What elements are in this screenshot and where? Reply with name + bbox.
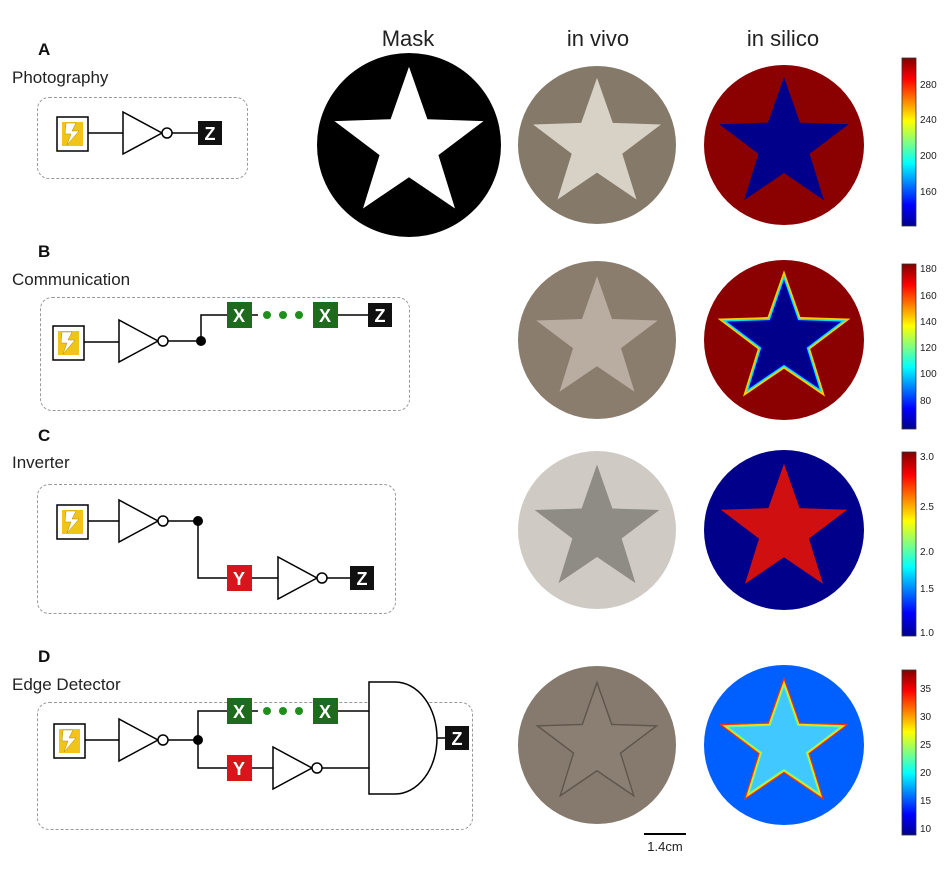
- in-vivo-image-d: [518, 666, 676, 824]
- colorbar-tick: 2.5: [920, 502, 934, 513]
- light-bolt-icon: [53, 723, 86, 759]
- in-vivo-image-a: [518, 66, 676, 224]
- x-gate-label: X: [233, 306, 245, 326]
- x-gate: [313, 302, 338, 328]
- column-header-in-silico: in silico: [746, 26, 820, 51]
- colorbar-tick: 35: [920, 684, 932, 695]
- x-gate-label: X: [233, 702, 245, 722]
- x-gate: [227, 698, 252, 724]
- scale-bar-label: 1.4cm: [647, 839, 682, 854]
- and-gate-icon: [368, 681, 438, 795]
- x-gate-label: X: [319, 306, 331, 326]
- in-silico-image-b: [704, 260, 864, 420]
- panel-title-b: Communication: [12, 270, 131, 289]
- colorbar-tick: 240: [920, 115, 937, 126]
- colorbar-tick: 25: [920, 740, 932, 751]
- not-gate-icon: [118, 717, 169, 763]
- colorbar-c: 3.0 2.5 2.0 1.5 1.0: [901, 451, 934, 639]
- colorbar-tick: 10: [920, 824, 932, 835]
- z-gate-label: Z: [375, 306, 386, 326]
- mask-image-a: [317, 53, 501, 237]
- colorbar-tick: 180: [920, 264, 937, 275]
- in-silico-image-c: [704, 450, 864, 610]
- panel-letter-b: B: [38, 242, 51, 261]
- column-header-in-vivo: in vivo: [566, 26, 630, 51]
- light-bolt-icon: [52, 325, 85, 361]
- x-gate: [227, 302, 252, 328]
- y-gate: [227, 755, 252, 781]
- colorbar-tick: 20: [920, 768, 932, 779]
- panel-letter-a: A: [38, 40, 51, 59]
- colorbar-tick: 280: [920, 80, 937, 91]
- colorbar-b: 180 160 140 120 100 80: [901, 263, 937, 430]
- panel-title-a: Photography: [12, 68, 109, 87]
- panel-title-c: Inverter: [12, 453, 70, 472]
- colorbar-tick: 15: [920, 796, 932, 807]
- z-gate-label: Z: [452, 729, 463, 749]
- colorbar-d: 35 30 25 20 15 10: [901, 669, 932, 836]
- not-gate-icon: [118, 498, 169, 544]
- z-gate: [198, 121, 222, 145]
- column-header-mask: Mask: [381, 26, 435, 51]
- circuit-box-a: [37, 97, 248, 179]
- colorbar-tick: 160: [920, 187, 937, 198]
- panel-letter-c: C: [38, 426, 51, 445]
- x-gate: [313, 698, 338, 724]
- colorbar-tick: 140: [920, 317, 937, 328]
- x-gate-label: X: [319, 702, 331, 722]
- colorbar-tick: 200: [920, 151, 937, 162]
- not-gate-icon: [122, 110, 173, 156]
- circuit-box-b: [40, 297, 410, 411]
- colorbar-a: 280 240 200 160: [901, 57, 937, 227]
- z-gate-label: Z: [205, 124, 216, 144]
- not-gate-icon: [272, 745, 323, 791]
- circuit-box-c: [37, 484, 396, 614]
- circuit-box-d: [37, 702, 473, 830]
- panel-letter-d: D: [38, 647, 51, 666]
- in-silico-image-a: [704, 65, 864, 225]
- in-vivo-image-b: [518, 261, 676, 419]
- colorbar-tick: 100: [920, 369, 937, 380]
- z-gate: [445, 726, 469, 750]
- y-gate: [227, 565, 252, 591]
- colorbar-tick: 80: [920, 396, 932, 407]
- colorbar-tick: 30: [920, 712, 932, 723]
- colorbar-tick: 120: [920, 343, 937, 354]
- z-gate: [350, 566, 374, 590]
- not-gate-icon: [277, 555, 328, 601]
- z-gate: [368, 303, 392, 327]
- y-gate-label: Y: [233, 759, 245, 779]
- in-vivo-image-c: [518, 451, 676, 609]
- colorbar-tick: 3.0: [920, 452, 934, 463]
- panel-title-d: Edge Detector: [12, 675, 121, 694]
- colorbar-tick: 160: [920, 291, 937, 302]
- light-bolt-icon: [56, 504, 89, 540]
- light-bolt-icon: [56, 116, 89, 152]
- not-gate-icon: [118, 318, 169, 364]
- colorbar-tick: 2.0: [920, 547, 934, 558]
- y-gate-label: Y: [233, 569, 245, 589]
- colorbar-tick: 1.5: [920, 584, 934, 595]
- z-gate-label: Z: [357, 569, 368, 589]
- colorbar-tick: 1.0: [920, 628, 934, 639]
- in-silico-image-d: [704, 665, 864, 825]
